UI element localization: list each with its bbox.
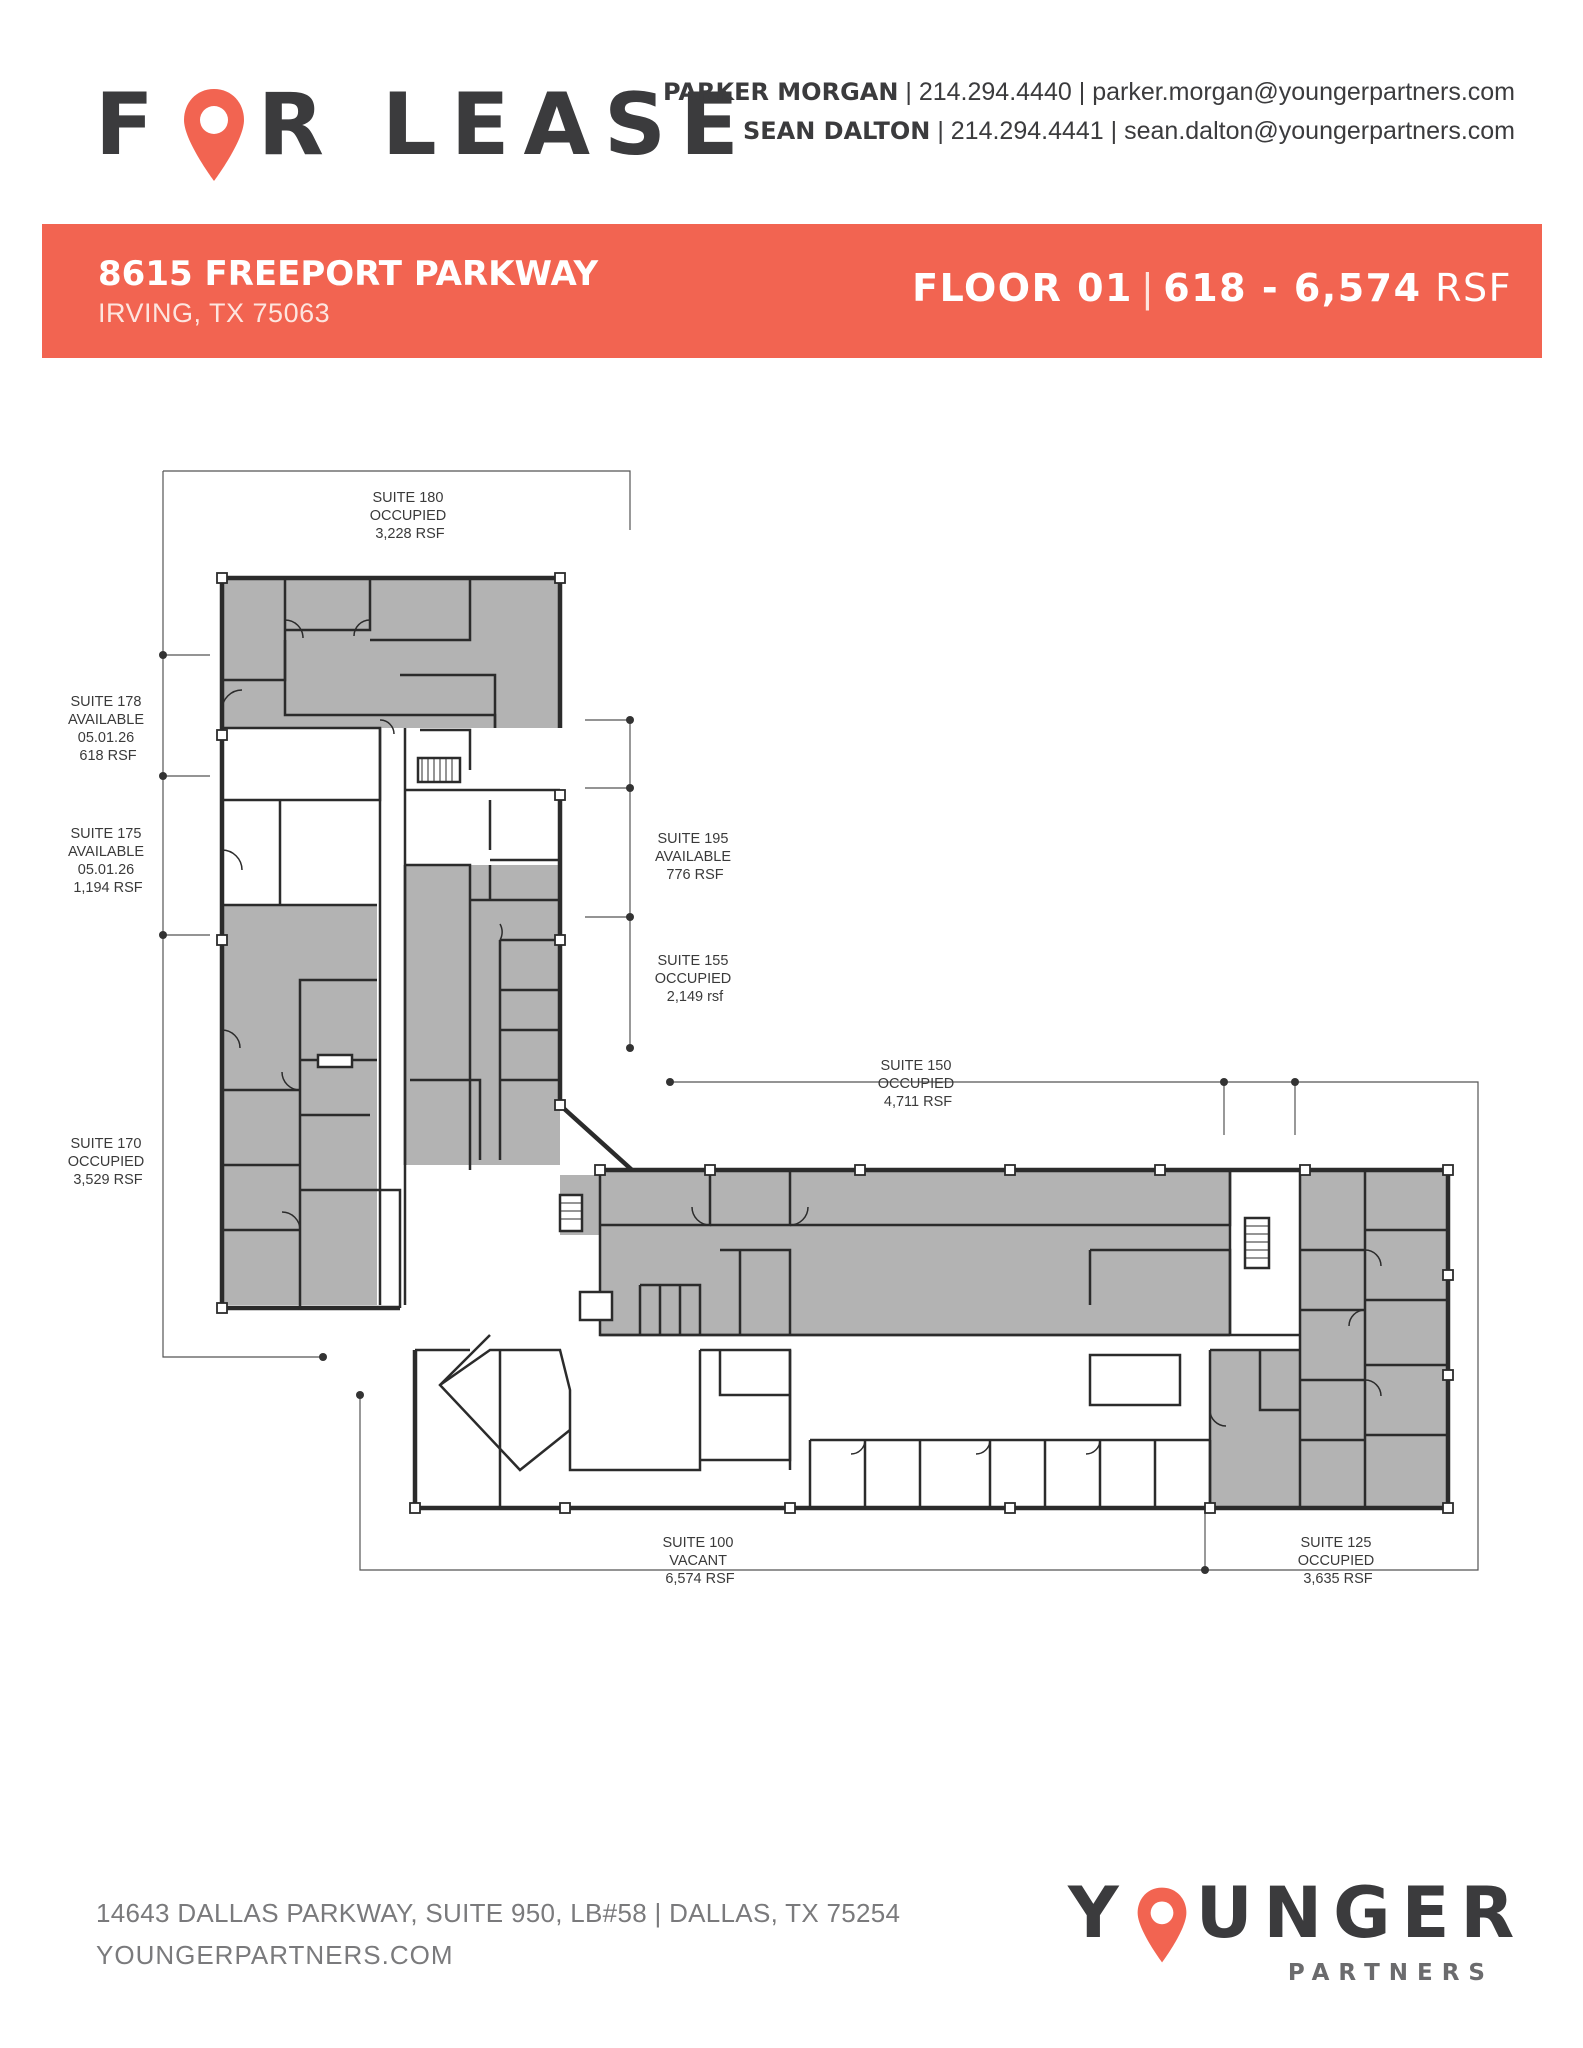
property-city: IRVING, TX 75063 — [98, 298, 331, 328]
map-pin-icon — [1136, 1885, 1188, 1965]
suite-labels: SUITE 180 OCCUPIED 3,228 RSF SUITE 178 A… — [68, 490, 1379, 1587]
contact-phone[interactable]: 214.294.4441 — [950, 117, 1104, 145]
map-pin-icon — [182, 87, 246, 183]
suite-170-label: SUITE 170 OCCUPIED 3,529 RSF — [68, 1136, 149, 1188]
dimension-markers — [159, 651, 1299, 1574]
contact-phone[interactable]: 214.294.4440 — [918, 78, 1072, 106]
property-banner: 8615 FREEPORT PARKWAY IRVING, TX 75063 F… — [42, 224, 1542, 358]
suite-180-label: SUITE 180 OCCUPIED 3,228 RSF — [370, 490, 451, 542]
brand-letters-unger: UNGER — [1195, 1872, 1526, 1954]
contact-email[interactable]: parker.morgan@youngerpartners.com — [1092, 78, 1515, 106]
younger-partners-logo: Y UNGER PARTNERS — [1068, 1872, 1514, 1992]
contact-parker-morgan: PARKER MORGAN | 214.294.4440 | parker.mo… — [663, 78, 1515, 106]
contact-email[interactable]: sean.dalton@youngerpartners.com — [1124, 117, 1515, 145]
contact-sean-dalton: SEAN DALTON | 214.294.4441 | sean.dalton… — [742, 117, 1515, 145]
suite-125-label: SUITE 125 OCCUPIED 3,635 RSF — [1298, 1535, 1379, 1587]
floor-label: FLOOR 01 — [912, 266, 1133, 310]
suite-100-label: SUITE 100 VACANT 6,574 RSF — [663, 1535, 738, 1587]
column-markers — [216, 572, 1454, 1514]
brand-letter-y: Y — [1068, 1872, 1130, 1954]
floor-plan: SUITE 180 OCCUPIED 3,228 RSF SUITE 178 A… — [68, 470, 1479, 1587]
suite-155-label: SUITE 155 OCCUPIED 2,149 rsf — [655, 953, 736, 1005]
logo-letter-f: F — [95, 75, 168, 175]
size-unit: RSF — [1435, 266, 1512, 310]
logo-letters-r-lease: R LEASE — [257, 75, 753, 175]
suite-178-label: SUITE 178 AVAILABLE 05.01.26 618 RSF — [68, 694, 148, 764]
footer-address: 14643 DALLAS PARKWAY, SUITE 950, LB#58 |… — [96, 1898, 901, 1928]
dimension-lines — [162, 470, 1479, 1571]
footer-website-link[interactable]: YOUNGERPARTNERS.COM — [96, 1940, 454, 1970]
contact-name: PARKER MORGAN — [663, 78, 899, 106]
property-name: 8615 FREEPORT PARKWAY — [98, 254, 599, 294]
door-swings — [221, 619, 1382, 1455]
stair-treads — [421, 758, 1269, 1259]
floor-info: FLOOR 01|618 - 6,574 RSF — [912, 266, 1512, 310]
for-lease-logo: F R LEASE — [95, 70, 753, 183]
brand-subtitle: PARTNERS — [1287, 1960, 1494, 1986]
brand-wordmark: Y UNGER — [1068, 1872, 1526, 1963]
suite-175-label: SUITE 175 AVAILABLE 05.01.26 1,194 RSF — [68, 826, 148, 896]
suite-150-label: SUITE 150 OCCUPIED 4,711 RSF — [878, 1058, 959, 1110]
contact-name: SEAN DALTON — [742, 117, 931, 145]
suite-195-label: SUITE 195 AVAILABLE 776 RSF — [655, 831, 735, 883]
size-range: 618 - 6,574 — [1163, 266, 1422, 310]
